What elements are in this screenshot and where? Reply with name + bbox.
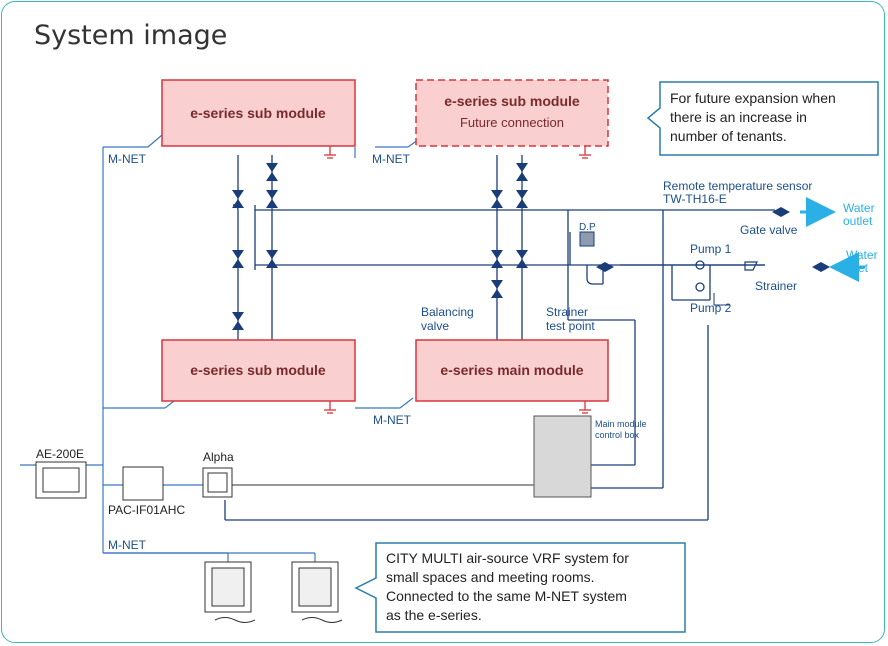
sub-module-future (415, 79, 609, 147)
ground-symbols (324, 146, 591, 414)
vrf-outdoor-units (204, 561, 343, 623)
mnet-label-2: M-NET (372, 152, 411, 166)
ae200e-label: AE-200E (36, 447, 84, 461)
water-inlet-line-1: Water (846, 248, 878, 262)
strainer-test-line-2: test point (546, 319, 595, 333)
alpha-label: Alpha (203, 450, 234, 464)
pac-label: PAC-IF01AHC (108, 503, 185, 517)
expansion-line-1: For future expansion when (670, 90, 836, 106)
sub-module-future-label: e-series sub module (444, 93, 580, 109)
pac-device (122, 466, 164, 501)
water-piping (224, 155, 775, 521)
water-outlet-line-1: Water (843, 201, 875, 215)
strainer-label: Strainer (755, 279, 797, 293)
city-multi-callout (354, 542, 686, 633)
remote-sensor-line-2: TW-TH16-E (663, 192, 727, 206)
city-multi-line-1: CITY MULTI air-source VRF system for (386, 550, 629, 566)
city-multi-line-4: as the e-series. (386, 607, 482, 623)
mnet-label-4: M-NET (108, 538, 147, 552)
water-arrows (800, 197, 865, 282)
pump2-label: Pump 2 (690, 301, 732, 315)
page-title: System image (34, 20, 228, 51)
mnet-label-3: M-NET (373, 413, 412, 427)
gate-valve-label: Gate valve (740, 223, 798, 237)
city-multi-line-3: Connected to the same M-NET system (386, 588, 627, 604)
strainer-test-line-1: Strainer (546, 305, 588, 319)
valves (232, 163, 830, 330)
expansion-line-2: there is an increase in (670, 109, 807, 125)
mnet-wiring (20, 134, 426, 562)
sub-module-top-left (161, 79, 356, 147)
mnet-label-1: M-NET (108, 152, 147, 166)
sub-module-bottom-left-label: e-series sub module (190, 362, 326, 378)
pump1-label: Pump 1 (690, 242, 732, 256)
water-outlet-line-2: outlet (843, 214, 873, 228)
dp-label: D.P (579, 222, 596, 233)
remote-sensor-line-1: Remote temperature sensor (663, 179, 812, 193)
water-inlet-line-2: inlet (846, 261, 869, 275)
city-multi-line-2: small spaces and meeting rooms. (386, 569, 595, 585)
balancing-valve-line-2: valve (421, 319, 449, 333)
main-control-box (533, 415, 592, 498)
expansion-line-3: number of tenants. (670, 128, 787, 144)
sub-module-top-left-label: e-series sub module (190, 105, 326, 121)
sub-module-bottom-left (161, 339, 356, 402)
main-module-label: e-series main module (440, 362, 583, 378)
control-box-line-2: control box (595, 430, 640, 440)
main-module (415, 339, 609, 402)
control-box-line-1: Main module (595, 419, 647, 429)
future-connection-label: Future connection (460, 115, 564, 130)
balancing-valve-line-1: Balancing (421, 305, 474, 319)
expansion-callout (646, 81, 879, 156)
